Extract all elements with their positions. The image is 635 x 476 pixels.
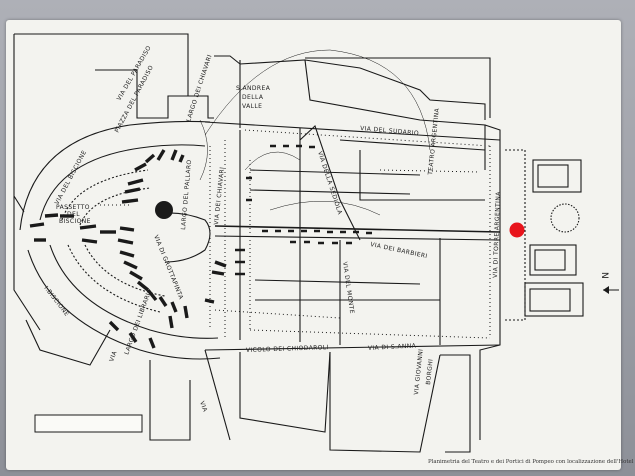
label-sant-andrea-1: S.ANDREA (236, 85, 271, 92)
north-label: N (599, 272, 609, 279)
label-via-sediari: VIA DELLA SEDIOLA (316, 150, 343, 216)
hotel-location-marker[interactable] (509, 222, 525, 238)
label-via-left: VIA (108, 349, 119, 362)
label-largo-chiavari: LARGO DEI CHIAVARI (185, 54, 213, 123)
theatre-center-marker (155, 201, 173, 219)
street-lines (13, 33, 584, 453)
label-via-del-monte: VIA DEL MONTE (341, 261, 355, 314)
label-via-chiavari: VIA DEI CHIAVARI (213, 166, 226, 225)
label-borghi: BORGHI (425, 358, 435, 385)
label-via-giovanni: VIA GIOVANNI (413, 348, 425, 395)
label-via-sant-anna: VIA DI S.ANNA (368, 342, 417, 352)
label-via-barbieri: VIA DEI BARBIERI (370, 241, 429, 260)
label-sant-andrea-2: DELLA (242, 94, 264, 101)
label-passetto-1: PASSETTO (56, 204, 90, 211)
label-inbiscione: I.BISCIONE (42, 285, 70, 318)
label-largo-pallaro: LARGO DEL PALLARO (180, 159, 193, 230)
map-panel (6, 20, 621, 470)
map-caption: Planimetria del Teatro e dei Portici di … (428, 459, 634, 465)
label-via-grottapinta: VIA DI GROTTAPINTA (152, 234, 185, 301)
legend-box (34, 414, 143, 433)
dotted-colonnades (100, 129, 491, 340)
north-arrow-icon: N (599, 272, 619, 294)
label-via-torre-argentina: VIA DI TORRE ARGENTINA (492, 191, 502, 278)
porticus-colonnade (235, 144, 372, 276)
label-passetto-2: DEL (67, 211, 80, 218)
label-vicolo-chiodaroli: VICOLO DEI CHIODAROLI (246, 344, 329, 354)
label-via-bottom: VIA (198, 400, 209, 413)
label-via-del-sudario: VIA DEL SUDARIO (360, 125, 419, 137)
label-sant-andrea-3: VALLE (242, 103, 262, 110)
label-via-biscione: VIA DEL BISCIONE (54, 149, 89, 206)
label-passetto-3: BISCIONE (59, 218, 91, 225)
theatre-walls (29, 149, 227, 349)
